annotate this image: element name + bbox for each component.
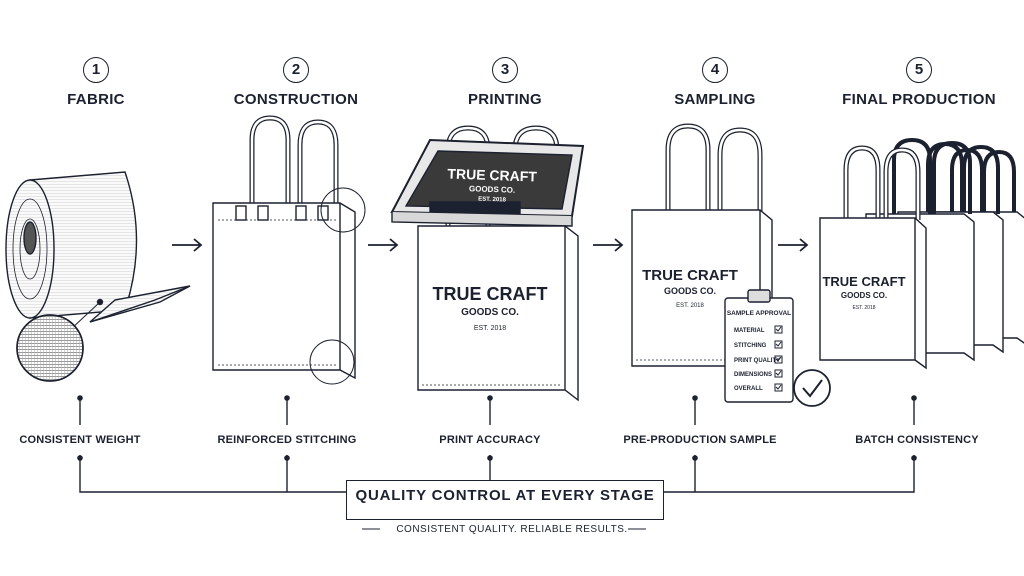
quality-control-title: QUALITY CONTROL AT EVERY STAGE [355, 487, 655, 504]
quality-control-box: QUALITY CONTROL AT EVERY STAGE [346, 480, 664, 520]
quality-label: PRINT ACCURACY [439, 434, 541, 446]
final-production-bags-illustration [819, 137, 1024, 370]
quality-label: CONSISTENT WEIGHT [19, 434, 141, 446]
arrow-1-icon [172, 238, 203, 252]
step-number-badge: 2 [283, 57, 309, 83]
step-title: FINAL PRODUCTION [842, 91, 996, 108]
printing-illustration [390, 125, 585, 402]
checklist-checkboxes [774, 325, 783, 392]
checklist-item: DIMENSIONS [734, 372, 772, 378]
sample-brand-line1: TRUE CRAFT [642, 267, 738, 284]
step-title: FABRIC [67, 91, 125, 108]
step-title: PRINTING [467, 91, 543, 108]
step-number-badge: 5 [906, 57, 932, 83]
arrow-4-icon [778, 238, 809, 252]
checklist-item: PRINT QUALITY [734, 358, 780, 364]
final-brand-line1: TRUE CRAFT [822, 274, 905, 289]
brand-mark-final-bag: TRUE CRAFT GOODS CO. EST. 2018 [822, 274, 905, 311]
sample-approval-clipboard: SAMPLE APPROVAL MATERIAL STITCHING PRINT… [727, 310, 791, 392]
bag-brand-line3: EST. 2018 [474, 325, 506, 332]
screen-brand-line2: GOODS CO. [469, 184, 516, 195]
step-number-badge: 3 [492, 57, 518, 83]
approval-check-icon [793, 369, 831, 407]
checklist-item: OVERALL [734, 386, 763, 392]
step-title: SAMPLING [674, 91, 756, 108]
construction-bag-illustration [212, 115, 366, 385]
sample-approval-title: SAMPLE APPROVAL [727, 310, 791, 317]
step-number-badge: 1 [83, 57, 109, 83]
arrow-3-icon [593, 238, 624, 252]
fabric-roll-illustration [5, 171, 191, 382]
brand-mark-sampling-bag: TRUE CRAFT GOODS CO. EST. 2018 [642, 267, 738, 309]
sample-brand-line2: GOODS CO. [664, 286, 716, 296]
arrow-2-icon [368, 238, 399, 252]
sampling-bag-illustration [631, 123, 831, 407]
connector-dots [77, 395, 917, 461]
quality-label: REINFORCED STITCHING [217, 434, 357, 446]
quality-label: BATCH CONSISTENCY [855, 434, 979, 446]
screen-brand-line3: EST. 2018 [478, 197, 507, 204]
quality-connectors [79, 398, 915, 493]
sample-brand-line3: EST. 2018 [676, 303, 704, 309]
step-number-badge: 4 [702, 57, 728, 83]
brand-mark-printing-screen: TRUE CRAFT GOODS CO. EST. 2018 [447, 165, 537, 203]
quality-control-subtitle: CONSISTENT QUALITY. RELIABLE RESULTS. [396, 524, 628, 535]
bag-brand-line2: GOODS CO. [461, 307, 519, 318]
quality-label: PRE-PRODUCTION SAMPLE [623, 434, 777, 446]
checklist-item: MATERIAL [734, 328, 765, 334]
screen-brand-line1: TRUE CRAFT [447, 165, 537, 184]
step-title: CONSTRUCTION [233, 91, 359, 108]
brand-mark-printing-bag: TRUE CRAFT GOODS CO. EST. 2018 [433, 284, 548, 332]
final-brand-line2: GOODS CO. [841, 291, 887, 300]
flow-arrows [172, 238, 809, 252]
bag-brand-line1: TRUE CRAFT [433, 284, 548, 304]
checklist-item: STITCHING [734, 343, 767, 349]
final-brand-line3: EST. 2018 [852, 305, 875, 311]
